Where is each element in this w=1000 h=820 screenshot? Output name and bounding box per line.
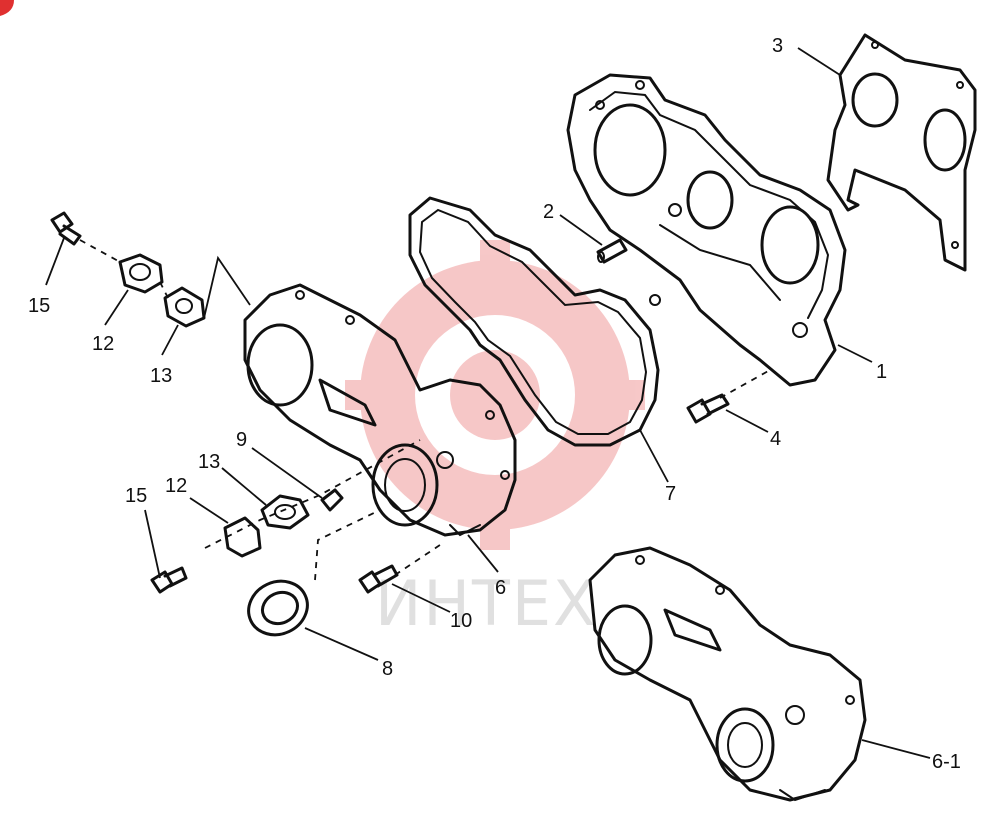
part-6-1-front-cover bbox=[588, 546, 867, 802]
callout-10: 10 bbox=[450, 610, 472, 632]
upper-cap-assembly bbox=[50, 211, 206, 328]
callout-labels: 3 2 1 4 7 15 12 13 9 13 12 15 6 10 8 6-1 bbox=[28, 35, 961, 773]
callout-12-upper: 12 bbox=[92, 333, 114, 355]
callout-1: 1 bbox=[876, 361, 887, 383]
part-4-bolt bbox=[686, 393, 730, 424]
part-10-bolt bbox=[358, 564, 399, 594]
lower-cap-assembly bbox=[150, 494, 310, 594]
callout-4: 4 bbox=[770, 428, 781, 450]
callout-15-lower: 15 bbox=[125, 485, 147, 507]
callout-6-1: 6-1 bbox=[932, 751, 961, 773]
callout-13-lower: 13 bbox=[198, 451, 220, 473]
callout-8: 8 bbox=[382, 658, 393, 680]
callout-15-upper: 15 bbox=[28, 295, 50, 317]
callout-6: 6 bbox=[495, 577, 506, 599]
part-2-dowel-pin bbox=[596, 238, 628, 264]
callout-3: 3 bbox=[772, 35, 783, 57]
callout-7: 7 bbox=[665, 483, 676, 505]
callout-13-upper: 13 bbox=[150, 365, 172, 387]
part-6-front-cover bbox=[243, 283, 517, 537]
watermark-logo bbox=[345, 240, 645, 550]
part-8-oil-seal bbox=[247, 579, 309, 637]
callout-2: 2 bbox=[543, 201, 554, 223]
part-1-gear-case bbox=[566, 73, 847, 387]
callout-9: 9 bbox=[236, 429, 247, 451]
part-3-plate bbox=[826, 33, 977, 272]
watermark-text: ИНТЕХ bbox=[375, 567, 598, 640]
callout-12-lower: 12 bbox=[165, 475, 187, 497]
leader-lines bbox=[45, 47, 931, 759]
corner-mark bbox=[0, 0, 14, 16]
part-9-plug bbox=[320, 488, 344, 512]
